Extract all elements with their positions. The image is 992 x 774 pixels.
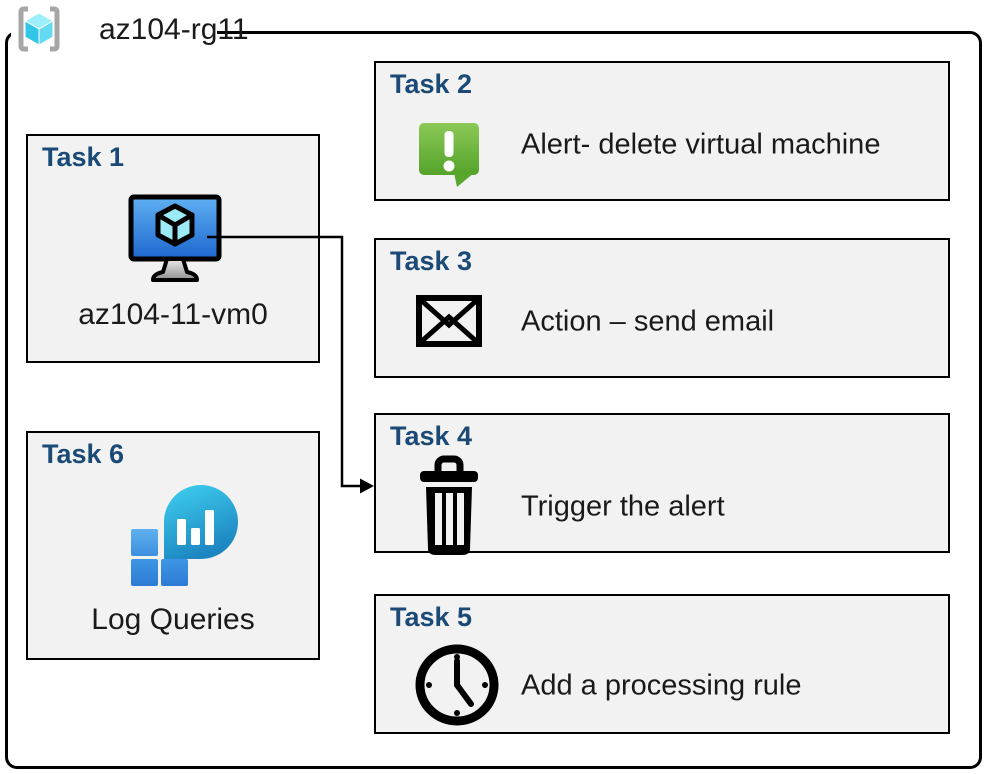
- task1-label: az104-11-vm0: [78, 298, 268, 331]
- virtual-machine-icon: [128, 194, 222, 282]
- task2-label: Alert- delete virtual machine: [521, 128, 881, 161]
- task3-heading: Task 3: [390, 246, 473, 276]
- task2-box: Task 2 Alert- delete virtual machine: [374, 61, 950, 201]
- resource-group-title: az104-rg11: [99, 13, 249, 46]
- task6-box: Task 6 Log Queries: [26, 431, 320, 660]
- task4-box: Task 4 Trigger the alert: [374, 413, 950, 555]
- task1-box: Task 1 az104-11-vm0: [26, 134, 320, 363]
- task1-heading: Task 1: [42, 142, 125, 172]
- frame-border-mask: [11, 23, 217, 39]
- email-envelope-icon: [416, 295, 482, 347]
- clock-icon: [415, 644, 499, 726]
- task5-label: Add a processing rule: [521, 669, 802, 702]
- trash-delete-icon: [420, 455, 478, 555]
- task4-label: Trigger the alert: [521, 490, 725, 523]
- alert-message-icon: [419, 123, 479, 187]
- task3-label: Action – send email: [521, 305, 775, 338]
- resource-group-icon: [18, 6, 60, 52]
- log-queries-icon: [131, 485, 238, 586]
- task6-label: Log Queries: [91, 603, 255, 636]
- task2-heading: Task 2: [390, 69, 473, 99]
- task4-heading: Task 4: [390, 421, 473, 451]
- task6-heading: Task 6: [42, 439, 125, 469]
- task5-box: Task 5 Add a processing rule: [374, 594, 950, 734]
- task5-heading: Task 5: [390, 602, 473, 632]
- task3-box: Task 3 Action – send email: [374, 238, 950, 378]
